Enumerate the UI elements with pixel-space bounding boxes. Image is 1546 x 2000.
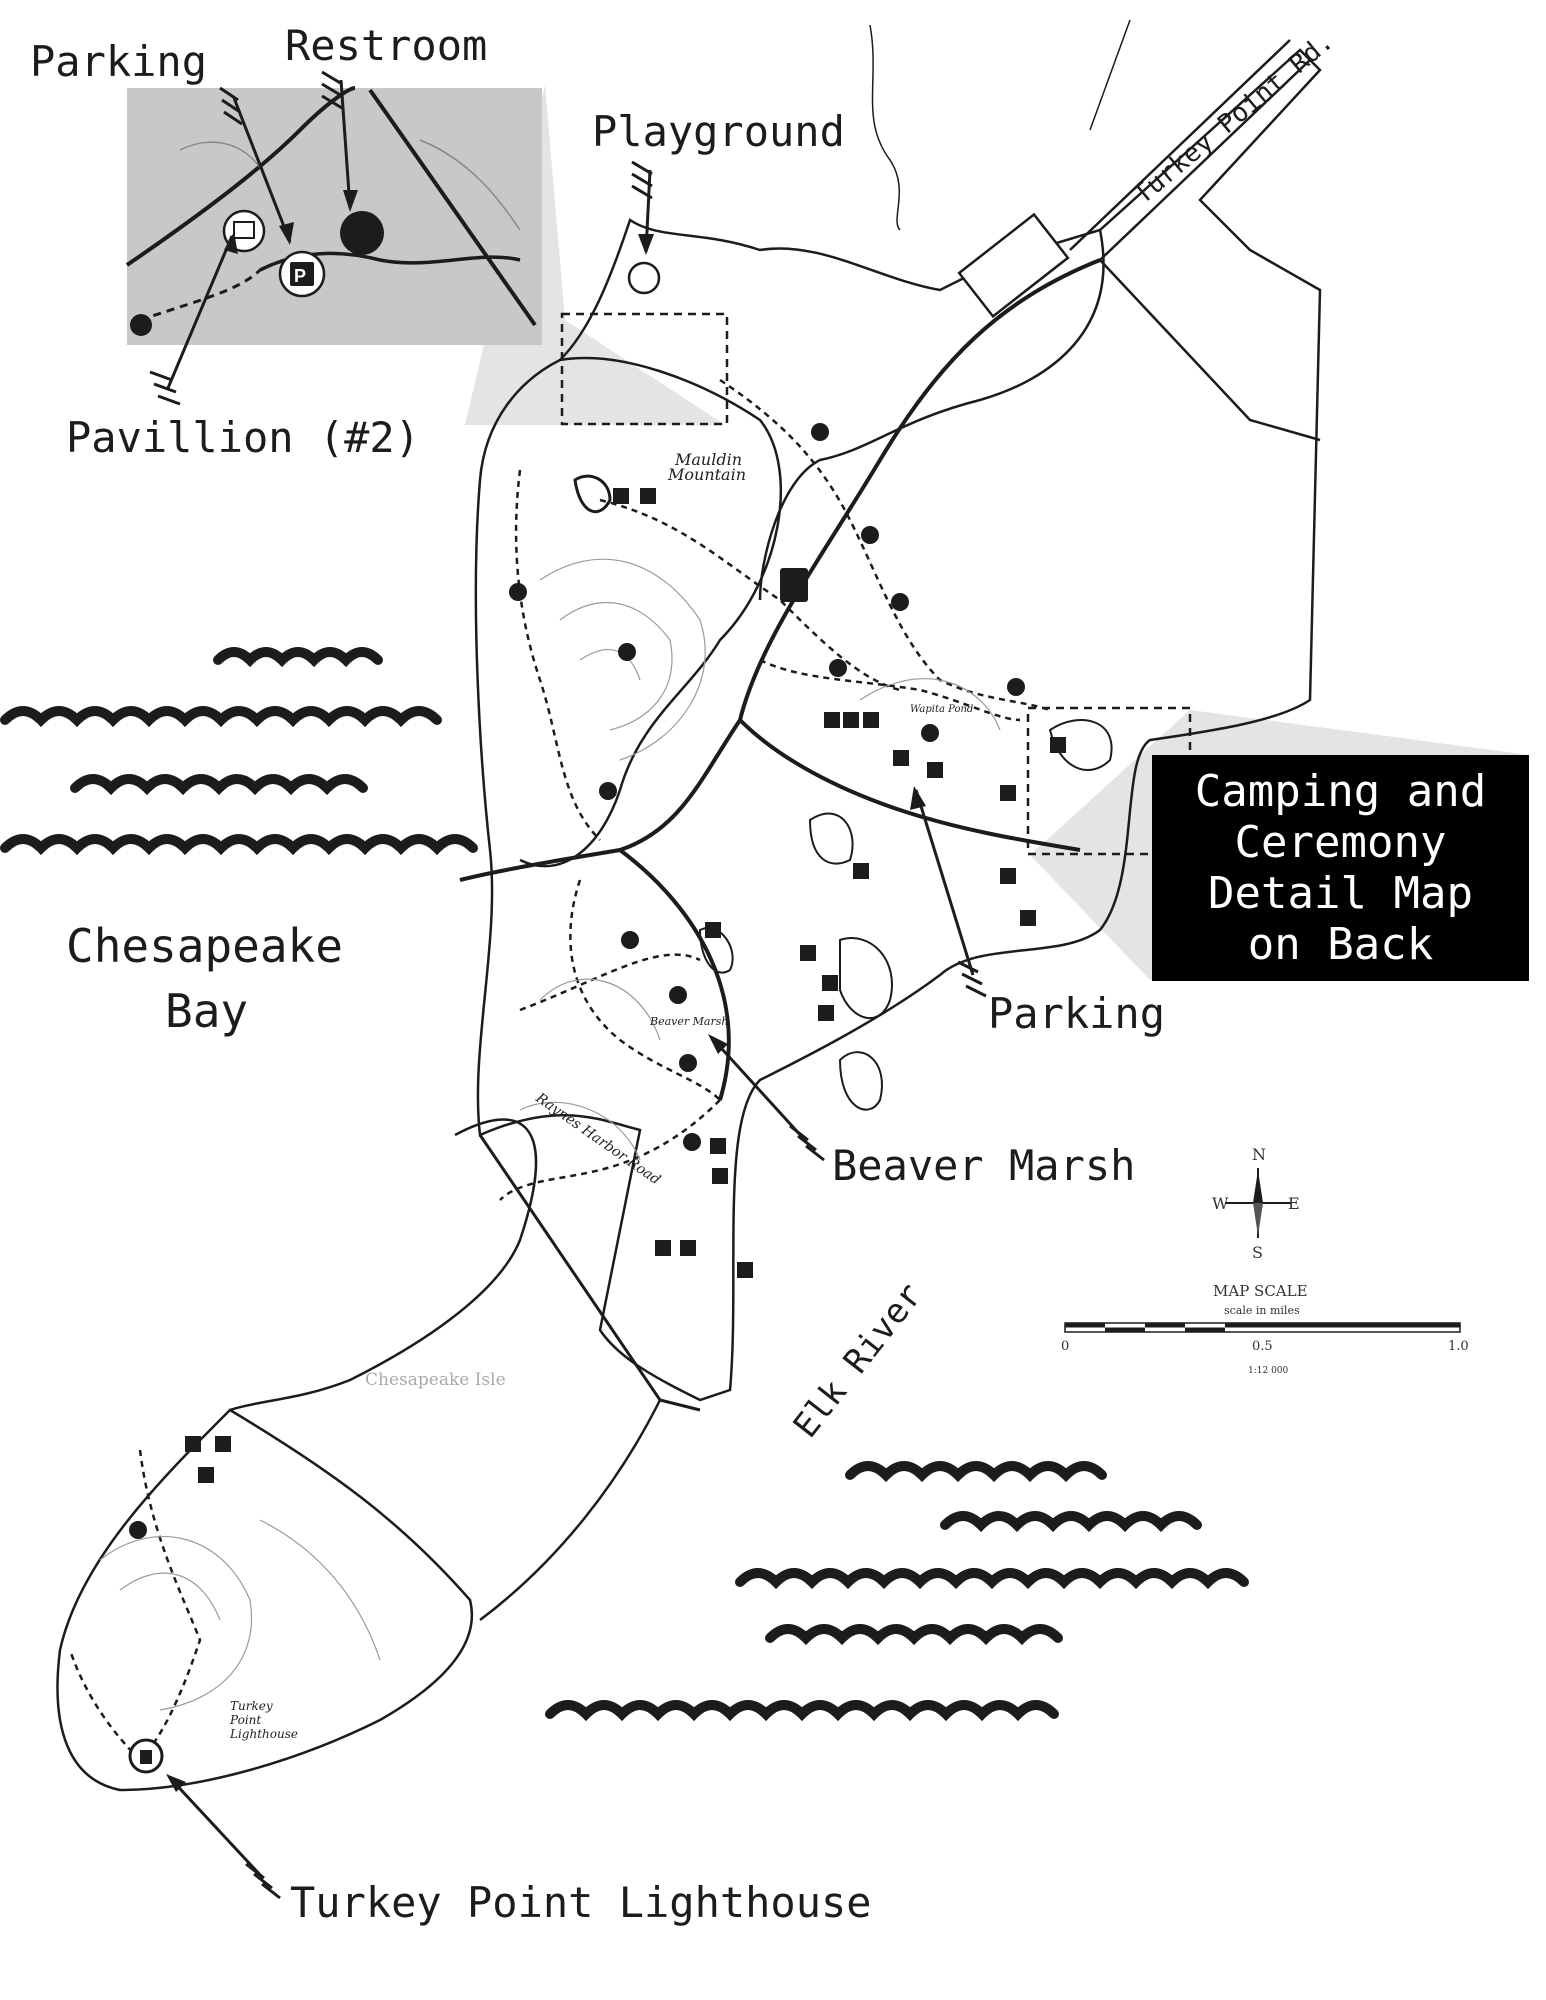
arrow-heads: [166, 190, 926, 1792]
parking-icon: [893, 750, 909, 766]
svg-text:Lighthouse: Lighthouse: [229, 1727, 298, 1741]
parking-icon: [800, 945, 816, 961]
contour-lines: [99, 558, 1001, 1711]
map-icons: [128, 261, 1066, 1774]
camping-line-2: Ceremony: [1234, 817, 1447, 868]
trail-marker-icon: [811, 423, 829, 441]
camping-ceremony-callout: Camping and Ceremony Detail Map on Back: [1152, 755, 1529, 981]
restroom-inset-icon: [340, 211, 384, 255]
playground-detail-box: [560, 312, 729, 426]
parking-mid-callout-label: Parking: [988, 989, 1165, 1038]
trail-marker-icon: [921, 724, 939, 742]
parking-icon: [843, 712, 859, 728]
lighthouse-callout-label: Turkey Point Lighthouse: [290, 1878, 872, 1927]
parking-icon: [1050, 737, 1066, 753]
ponds: [573, 474, 1113, 1111]
scale-tick-1: 0.5: [1252, 1339, 1273, 1354]
parking-icon: [655, 1240, 671, 1256]
turkey-point-lighthouse-map-label: Turkey: [230, 1699, 273, 1713]
compass-e: E: [1288, 1194, 1300, 1213]
parking-callout-label: Parking: [30, 37, 207, 86]
chesapeake-bay-label: Chesapeake: [66, 919, 343, 973]
trail-marker-icon: [683, 1133, 701, 1151]
compass-s: S: [1252, 1243, 1263, 1262]
camping-line-4: on Back: [1247, 919, 1434, 970]
svg-text:Mountain: Mountain: [667, 465, 746, 484]
trail-marker-icon: [599, 782, 617, 800]
parking-icon: [705, 922, 721, 938]
compass-w: W: [1212, 1194, 1229, 1213]
parking-icon: [215, 1436, 231, 1452]
playground-icon: [627, 261, 661, 295]
water-waves: [0, 647, 1249, 1722]
parking-icon: [737, 1262, 753, 1278]
park-landmass: [56, 19, 1322, 1792]
parking-icon: [710, 1138, 726, 1154]
trail-marker-icon: [669, 986, 687, 1004]
scale-title: MAP SCALE: [1213, 1282, 1308, 1300]
scale-tick-2: 1.0: [1448, 1339, 1469, 1354]
parking-icon: [863, 712, 879, 728]
trail-marker-icon: [891, 593, 909, 611]
parking-icon: [1000, 785, 1016, 801]
parking-icon: [1000, 868, 1016, 884]
map-printed-text: Mauldin Mountain Wapita Pond Beaver Mars…: [229, 450, 973, 1741]
parking-icon: [613, 488, 629, 504]
trail-marker-icon: [829, 659, 847, 677]
beaver-marsh-callout-label: Beaver Marsh: [832, 1141, 1135, 1190]
park-main-road: [459, 258, 1101, 1101]
facility-icon: [780, 568, 808, 602]
svg-text:Bay: Bay: [165, 984, 248, 1038]
parking-icon: [640, 488, 656, 504]
camping-line-3: Detail Map: [1208, 868, 1473, 919]
elk-river-label: Elk River: [786, 1276, 931, 1446]
parking-icon: [824, 712, 840, 728]
svg-text:P: P: [294, 266, 306, 286]
parking-icon: [822, 975, 838, 991]
parking-icon: [712, 1168, 728, 1184]
chesapeake-isle-label: Chesapeake Isle: [365, 1370, 506, 1390]
camping-line-1: Camping and: [1194, 766, 1487, 817]
trail-marker-icon: [1007, 678, 1025, 696]
callout-arrows: [166, 79, 975, 1880]
scale-ratio: 1:12 000: [1248, 1366, 1289, 1376]
parking-icon: [185, 1436, 201, 1452]
scale-tick-0: 0: [1061, 1339, 1069, 1354]
arrow-fletching: [149, 70, 987, 1900]
parking-icon: [680, 1240, 696, 1256]
beaver-marsh-small-label: Beaver Marsh: [649, 1015, 728, 1028]
compass-rose: N S E W: [1212, 1145, 1300, 1262]
trails: [68, 378, 1051, 1761]
inset-detail-map: P: [125, 86, 542, 345]
parking-icon: [853, 863, 869, 879]
pavillion-callout-label: Pavillion (#2): [66, 413, 420, 462]
restroom-callout-label: Restroom: [285, 21, 487, 70]
playground-callout-label: Playground: [592, 107, 845, 156]
trail-marker-icon: [129, 1521, 147, 1539]
trail-marker-icon: [618, 643, 636, 661]
parking-icon: [927, 762, 943, 778]
parking-icon: [198, 1467, 214, 1483]
scale-subtitle: scale in miles: [1224, 1304, 1300, 1317]
parking-icon: [818, 1005, 834, 1021]
trail-marker-icon: [861, 526, 879, 544]
mauldin-mountain-label: Mauldin: [674, 450, 742, 469]
wapita-pond-label: Wapita Pond: [910, 704, 973, 715]
trail-marker-icon: [621, 931, 639, 949]
trail-marker-icon: [509, 583, 527, 601]
turkey-point-road: [957, 39, 1321, 442]
svg-text:Point: Point: [229, 1713, 261, 1727]
raynes-harbor-road-label: Raynes Harbor Road: [532, 1090, 663, 1189]
trail-marker-icon: [679, 1054, 697, 1072]
compass-n: N: [1252, 1145, 1266, 1164]
map-scale: MAP SCALE scale in miles 0 0.5 1.0 1:12 …: [1061, 1282, 1469, 1376]
road-label: Turkey Point Rd.: [1128, 26, 1339, 210]
parking-icon: [1020, 910, 1036, 926]
